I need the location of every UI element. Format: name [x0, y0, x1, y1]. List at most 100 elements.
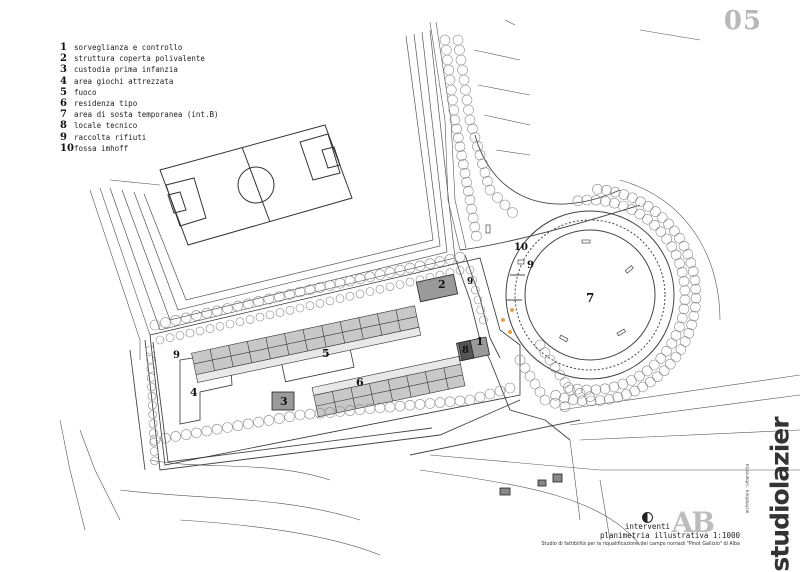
- tree: [658, 365, 670, 377]
- tree: [146, 354, 155, 364]
- studio-name: studiolazier: [765, 417, 795, 572]
- tree: [665, 358, 676, 370]
- tree: [456, 150, 468, 161]
- tree: [471, 230, 482, 242]
- tree: [655, 226, 667, 238]
- tree: [295, 303, 305, 313]
- tree: [618, 189, 630, 200]
- tree: [457, 159, 469, 170]
- tree: [463, 104, 474, 116]
- tree: [642, 214, 653, 225]
- tree: [263, 293, 275, 305]
- legend-label: locale tecnico: [74, 121, 138, 131]
- studio-logo: studiolazier architettura · urbanistica: [744, 417, 794, 571]
- drawing-title: planimetria illustrativa 1:1000: [600, 531, 740, 540]
- tree: [452, 34, 464, 46]
- legend-label: area di sosta temporanea (int.B): [74, 110, 219, 120]
- residence-rows: [191, 305, 466, 418]
- tree: [145, 345, 155, 355]
- tree: [324, 280, 336, 291]
- tree: [160, 432, 171, 444]
- tree: [609, 186, 621, 198]
- tree: [539, 394, 551, 406]
- tree: [608, 381, 620, 393]
- tree: [242, 298, 254, 310]
- tree: [544, 354, 556, 366]
- tree: [460, 84, 471, 96]
- map-label-9-top: 9: [467, 277, 473, 287]
- tree: [484, 388, 496, 400]
- tree: [448, 104, 460, 116]
- tree: [445, 84, 457, 96]
- tree: [170, 431, 181, 442]
- tree: [649, 219, 660, 231]
- tree: [454, 395, 466, 407]
- tree: [222, 422, 233, 433]
- tree: [165, 333, 175, 343]
- tree: [652, 371, 663, 383]
- tree: [415, 275, 425, 285]
- tree: [549, 362, 561, 373]
- tree: [424, 258, 436, 270]
- tree: [492, 192, 503, 203]
- tree: [395, 280, 405, 289]
- tree: [457, 64, 468, 76]
- tree: [449, 114, 461, 126]
- tree: [592, 184, 603, 195]
- tree: [443, 64, 455, 76]
- temporary-stop-area: [505, 210, 675, 380]
- tree: [676, 312, 688, 324]
- tree: [599, 383, 611, 395]
- tree: [600, 196, 611, 207]
- tree: [519, 362, 531, 374]
- tree: [690, 283, 702, 295]
- legend-label: sorveglianza e controllo: [74, 43, 183, 52]
- tree: [663, 218, 674, 230]
- tree: [275, 308, 285, 317]
- legend-number: 3: [60, 64, 67, 76]
- tree: [404, 399, 416, 411]
- tree: [529, 378, 541, 390]
- tree: [666, 241, 678, 252]
- tree: [150, 456, 159, 466]
- tree: [148, 410, 157, 419]
- tree: [294, 409, 306, 421]
- tree: [567, 394, 579, 406]
- tree: [670, 330, 682, 341]
- tree: [444, 74, 456, 86]
- tree: [405, 277, 415, 287]
- tree: [232, 300, 244, 312]
- tree: [466, 203, 477, 215]
- tree: [467, 212, 479, 224]
- tree: [559, 377, 571, 388]
- tree: [549, 397, 561, 409]
- legend-label: residenza tipo: [74, 98, 138, 108]
- tree: [215, 321, 225, 331]
- legend-label: fossa imhoff: [74, 143, 129, 153]
- tree: [385, 282, 395, 292]
- tree: [650, 206, 661, 217]
- fire-markers: [501, 308, 514, 334]
- legend-label: fuoco: [74, 87, 97, 97]
- tree: [148, 401, 157, 410]
- tree: [424, 398, 436, 409]
- tree: [414, 260, 426, 272]
- tree: [365, 287, 375, 296]
- tree: [285, 305, 295, 315]
- tree: [265, 310, 275, 320]
- tree: [476, 305, 486, 315]
- legend-label: raccolta rifiuti: [74, 132, 147, 142]
- tree: [678, 303, 690, 315]
- tree: [465, 265, 475, 275]
- tree: [444, 396, 456, 408]
- tree: [384, 267, 396, 278]
- tree: [414, 399, 426, 410]
- tree: [621, 389, 632, 400]
- tree: [394, 400, 406, 412]
- tree: [294, 286, 306, 298]
- tree: [645, 376, 656, 388]
- map-label-3: 3: [280, 395, 288, 408]
